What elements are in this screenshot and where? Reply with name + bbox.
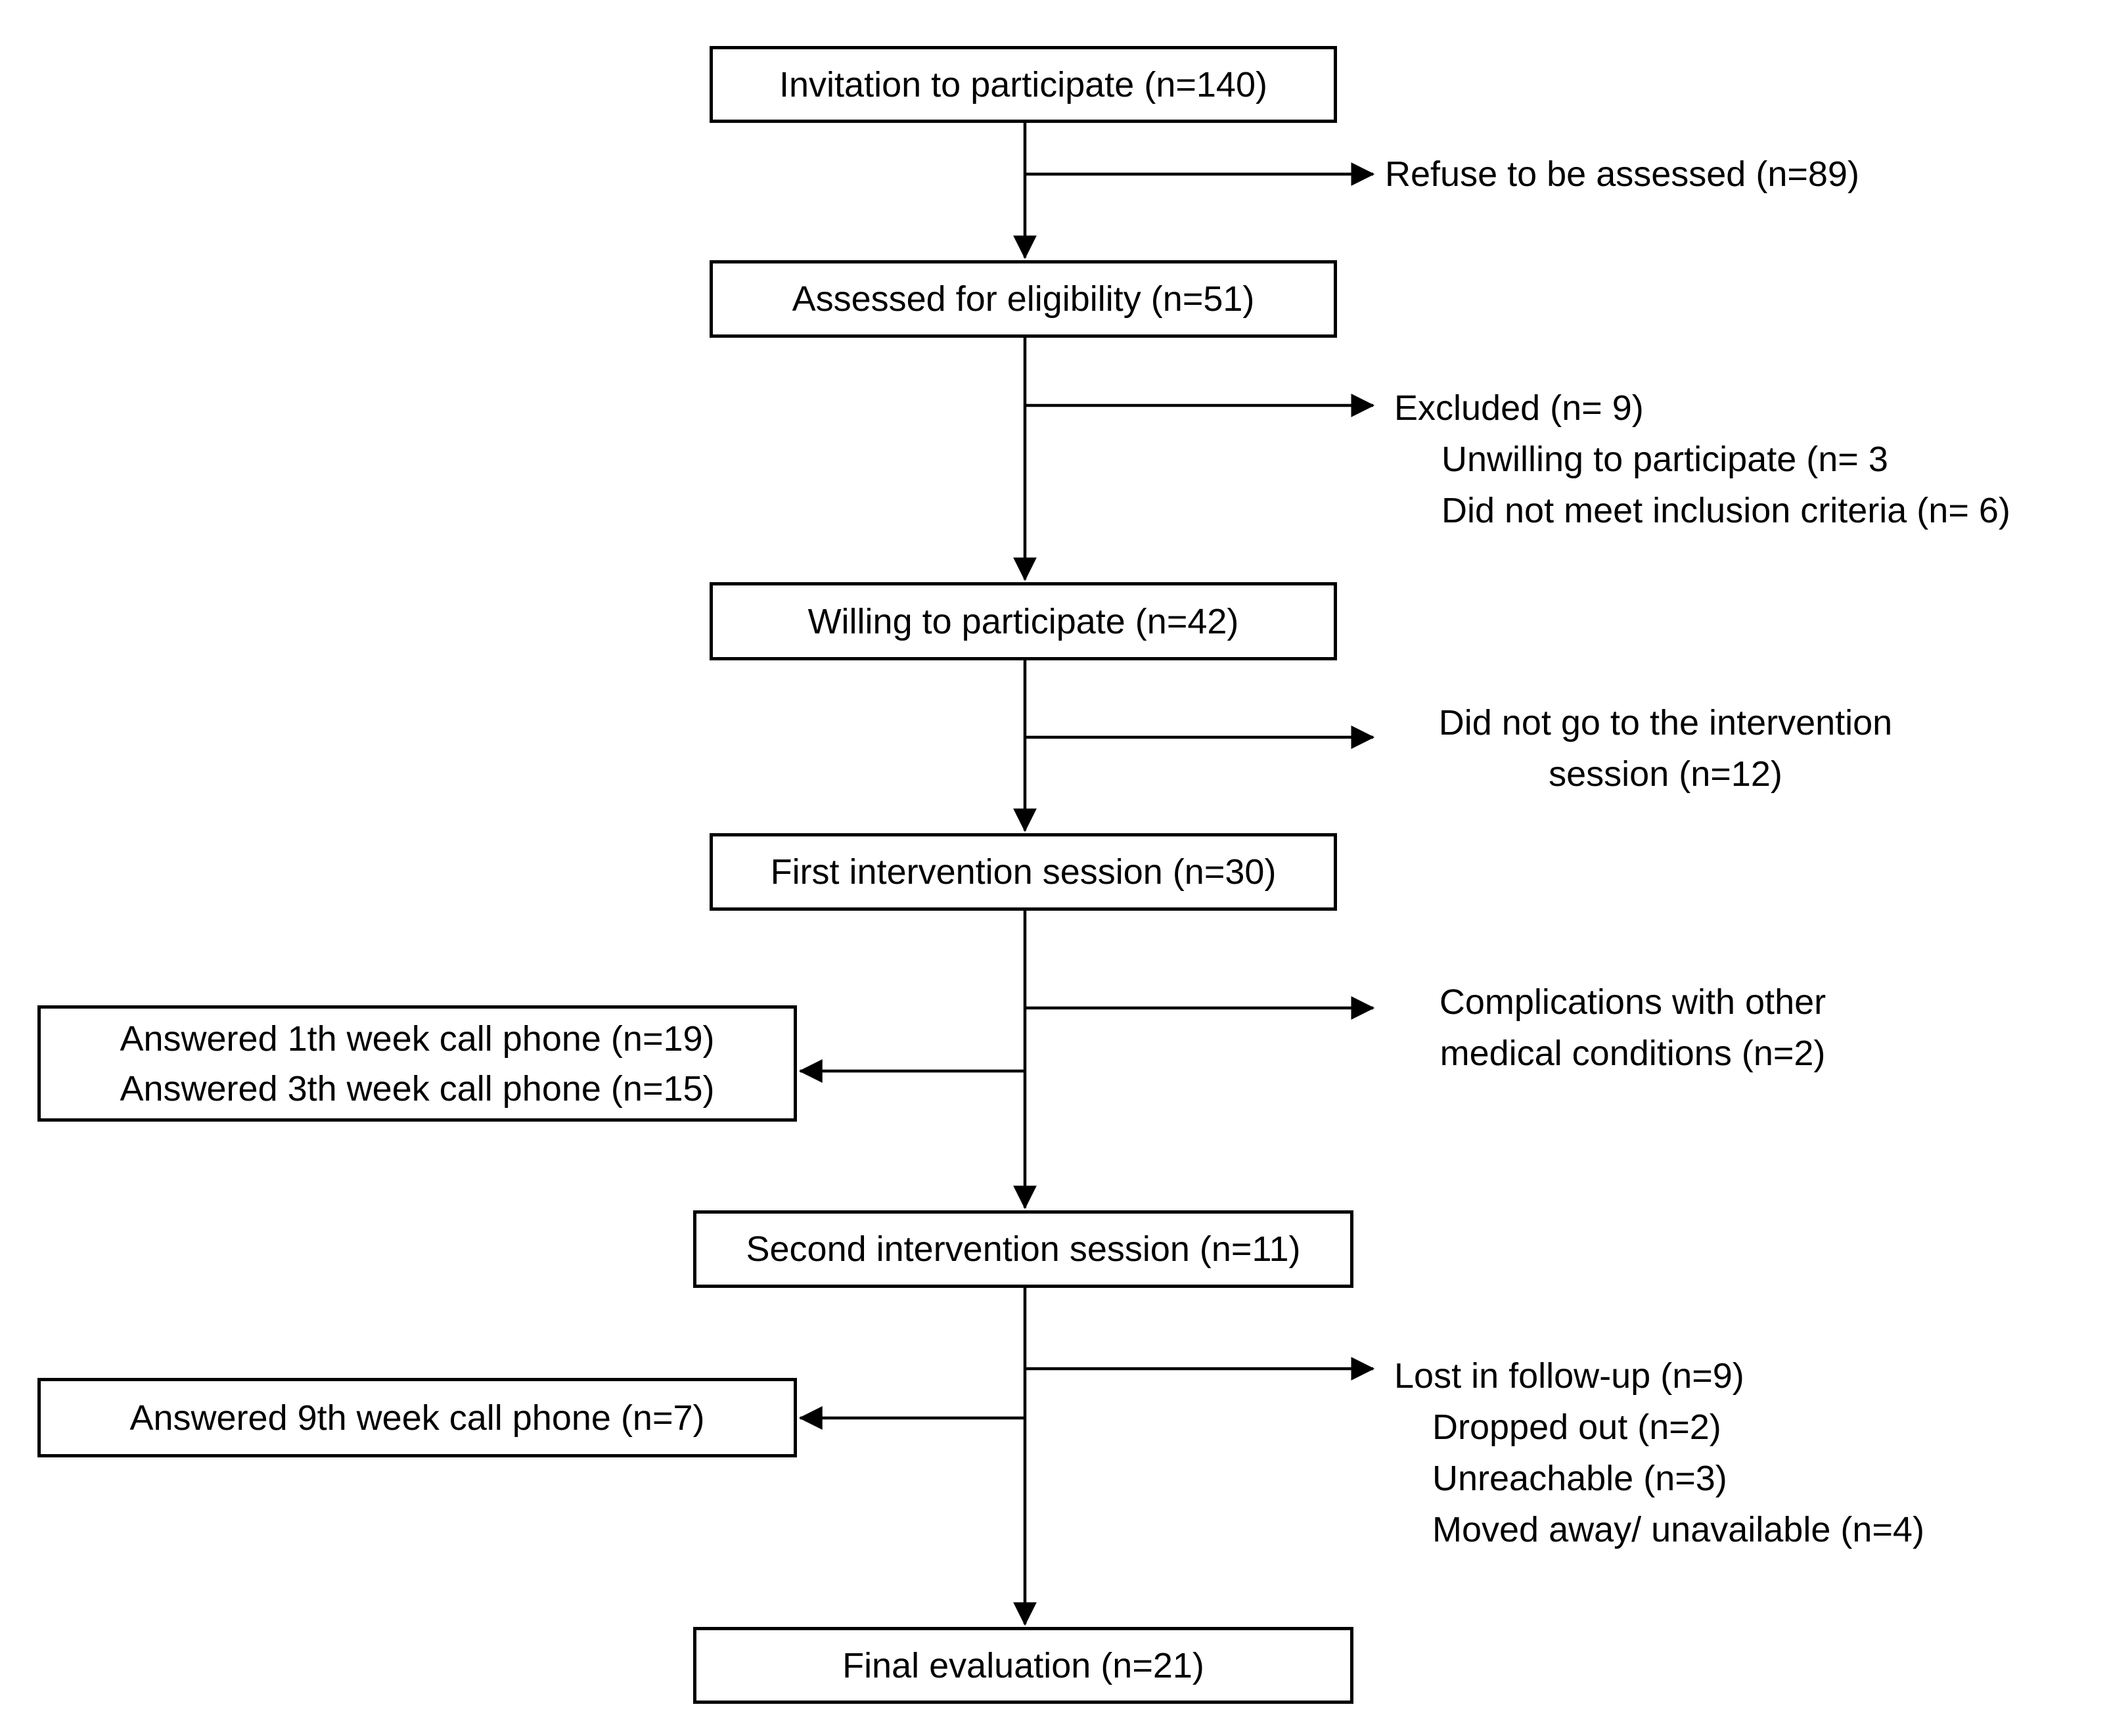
phone-calls-box-1: Answered 1th week call phone (n=19) Answ… xyxy=(37,1005,797,1122)
assessed-label: Assessed for eligibility (n=51) xyxy=(792,279,1255,319)
first-session-box: First intervention session (n=30) xyxy=(710,833,1337,911)
refused-note: Refuse to be assessed (n=89) xyxy=(1385,148,1859,200)
second-session-label: Second intervention session (n=11) xyxy=(746,1229,1301,1269)
lost-note: Lost in follow-up (n=9) Dropped out (n=2… xyxy=(1394,1350,1924,1555)
complications-line-1: Complications with other xyxy=(1439,982,1826,1022)
phone-call-week3-label: Answered 3th week call phone (n=15) xyxy=(120,1068,715,1108)
lost-item-moved: Moved away/ unavailable (n=4) xyxy=(1432,1510,1924,1549)
willing-label: Willing to participate (n=42) xyxy=(807,601,1239,641)
excluded-item-criteria: Did not meet inclusion criteria (n= 6) xyxy=(1441,491,2010,530)
phone-calls-box-2: Answered 9th week call phone (n=7) xyxy=(37,1378,797,1457)
excluded-title: Excluded (n= 9) xyxy=(1394,388,1644,428)
final-evaluation-label: Final evaluation (n=21) xyxy=(842,1645,1204,1685)
excluded-item-unwilling: Unwilling to participate (n= 3 xyxy=(1441,440,1888,479)
phone-call-week1-label: Answered 1th week call phone (n=19) xyxy=(120,1018,715,1059)
no-show-note: Did not go to the intervention session (… xyxy=(1406,697,1925,800)
willing-box: Willing to participate (n=42) xyxy=(710,582,1337,660)
refused-label: Refuse to be assessed (n=89) xyxy=(1385,154,1859,194)
lost-title: Lost in follow-up (n=9) xyxy=(1394,1356,1744,1396)
invitation-box: Invitation to participate (n=140) xyxy=(710,46,1337,123)
final-evaluation-box: Final evaluation (n=21) xyxy=(693,1627,1353,1704)
assessed-box: Assessed for eligibility (n=51) xyxy=(710,260,1337,338)
lost-item-dropped: Dropped out (n=2) xyxy=(1432,1407,1721,1447)
no-show-line-1: Did not go to the intervention xyxy=(1438,703,1893,742)
lost-item-unreachable: Unreachable (n=3) xyxy=(1432,1459,1727,1498)
phone-call-week9-label: Answered 9th week call phone (n=7) xyxy=(129,1398,705,1438)
second-session-box: Second intervention session (n=11) xyxy=(693,1210,1353,1288)
complications-note: Complications with other medical conditi… xyxy=(1413,976,1853,1079)
first-session-label: First intervention session (n=30) xyxy=(770,852,1277,892)
excluded-note: Excluded (n= 9) Unwilling to participate… xyxy=(1394,382,2010,536)
no-show-line-2: session (n=12) xyxy=(1549,754,1782,794)
invitation-label: Invitation to participate (n=140) xyxy=(779,64,1267,104)
complications-line-2: medical conditions (n=2) xyxy=(1440,1034,1826,1073)
